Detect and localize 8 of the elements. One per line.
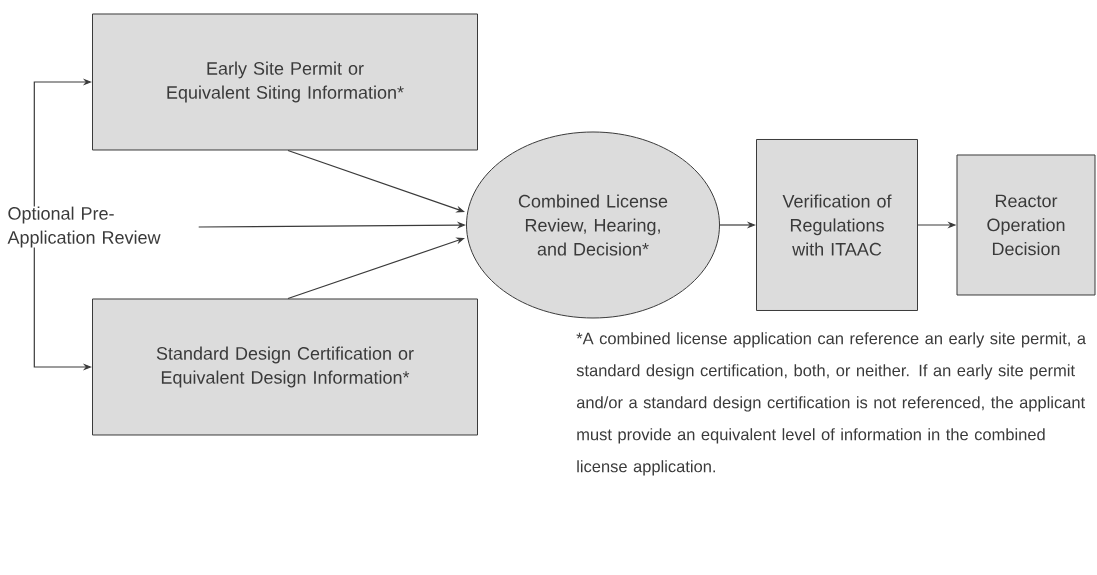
process-box: Standard Design Certification or Equivalent Design Information* <box>92 298 478 436</box>
process-box: Reactor Operation Decision <box>956 154 1096 296</box>
annotation-text: Optional Pre-Application Review <box>7 206 161 248</box>
footnote: *A combined license application can reference an early site permit, a standard design certification, both, or neither. If an early site permit and/or a standard design certification is not referenced, the applicant must provide an equivalent level of information in the combined license application. <box>576 332 1086 476</box>
process-box: Early Site Permit or Equivalent Siting Information* <box>92 13 478 151</box>
process-box: Verification of Regulations with ITAAC <box>756 139 918 311</box>
arrow <box>287 149 465 213</box>
arrow <box>287 237 465 300</box>
